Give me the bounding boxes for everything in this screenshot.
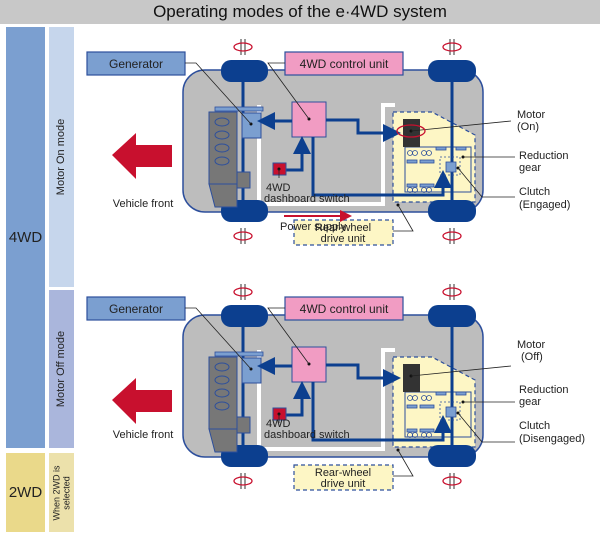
control-unit-label: 4WD control unit bbox=[300, 57, 389, 71]
rear-unit-label-line2: drive unit bbox=[321, 233, 366, 245]
reduction-gear-label-line2: gear bbox=[519, 396, 541, 408]
when-2wd-selected-band: When 2WD is selected bbox=[49, 453, 74, 532]
reduction-gear-label-line1: Reduction bbox=[519, 384, 569, 396]
motor-label-line2: (On) bbox=[517, 121, 539, 133]
generator-label: Generator bbox=[109, 302, 163, 316]
motor-on-panel: Generator 4WD control unit Vehicle front… bbox=[87, 39, 570, 245]
dashboard-switch-label-line1: 4WD bbox=[266, 182, 291, 194]
motor-off-panel: Generator 4WD control unit Vehicle front… bbox=[87, 284, 585, 490]
motor-label-line1: Motor bbox=[517, 109, 545, 121]
mode-2wd-label: 2WD bbox=[8, 484, 43, 501]
mode-4wd-band: 4WD bbox=[6, 27, 45, 448]
mode-4wd-label: 4WD bbox=[8, 229, 43, 246]
reduction-gear-label-line2: gear bbox=[519, 162, 541, 174]
generator-label: Generator bbox=[109, 57, 163, 71]
rear-unit-label-line1: Rear-wheel bbox=[315, 467, 371, 479]
reduction-gear-label-line1: Reduction bbox=[519, 150, 569, 162]
diagram-title: Operating modes of the e·4WD system bbox=[0, 0, 600, 24]
motor-on-mode-band: Motor On mode bbox=[49, 27, 74, 287]
vehicle-front-label: Vehicle front bbox=[113, 429, 174, 441]
motor-label-line2: (Off) bbox=[521, 351, 543, 363]
motor-off-mode-band: Motor Off mode bbox=[49, 290, 74, 448]
motor-rotation-icon bbox=[396, 124, 426, 138]
control-unit-label: 4WD control unit bbox=[300, 302, 389, 316]
rear-unit-label-line1: Rear-wheel bbox=[315, 222, 371, 234]
clutch-label-line1: Clutch bbox=[519, 186, 550, 198]
mode-2wd-band: 2WD bbox=[6, 453, 45, 532]
dashboard-switch-label-line2: dashboard switch bbox=[264, 193, 350, 205]
rear-unit-label-line2: drive unit bbox=[321, 478, 366, 490]
clutch-label-line2: (Disengaged) bbox=[519, 433, 585, 445]
power-supply-label: Power supply bbox=[280, 221, 347, 233]
clutch-label-line2: (Engaged) bbox=[519, 199, 570, 211]
dashboard-switch-label-line2: dashboard switch bbox=[264, 429, 350, 441]
dashboard-switch-label-line1: 4WD bbox=[266, 418, 291, 430]
clutch-label-line1: Clutch bbox=[519, 420, 550, 432]
vehicle-front-label: Vehicle front bbox=[113, 198, 174, 210]
motor-label-line1: Motor bbox=[517, 339, 545, 351]
